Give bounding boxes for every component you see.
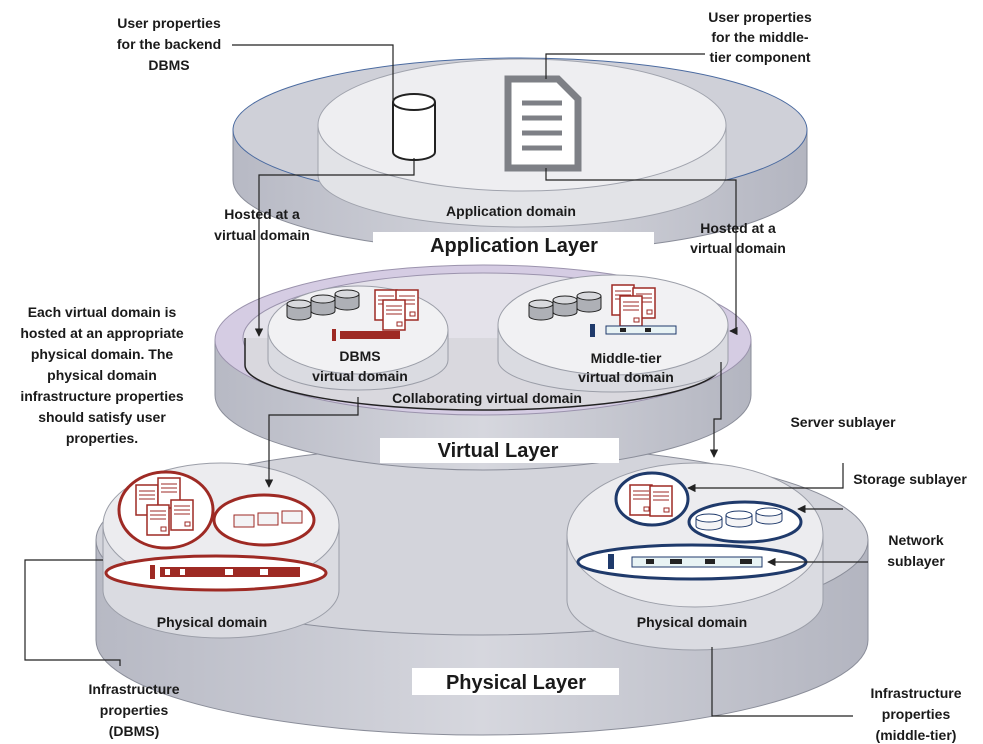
svg-text:Network: Network [888,532,943,548]
application-layer-banner [373,232,654,258]
svg-text:User properties: User properties [117,15,221,31]
svg-text:DBMS: DBMS [148,57,189,73]
database-icon [392,93,436,161]
svg-text:for the backend: for the backend [117,36,221,52]
svg-text:physical domain: physical domain [47,367,157,383]
svg-text:(middle-tier): (middle-tier) [876,727,957,743]
svg-text:Infrastructure: Infrastructure [870,685,961,701]
physical-domain-right-label: Physical domain [637,614,747,630]
middle-tier-virtual-domain [497,274,729,393]
physical-domain-left-label: Physical domain [157,614,267,630]
network-switch-icon [150,565,300,579]
collaborating-virtual-domain-label: Collaborating virtual domain [392,390,582,406]
physical-domain-right [566,462,824,651]
svg-text:tier component: tier component [709,49,810,65]
network-switch-icon [608,554,763,569]
svg-text:Infrastructure: Infrastructure [88,681,179,697]
svg-text:Hosted at a: Hosted at a [224,206,300,222]
svg-text:properties: properties [100,702,169,718]
physical-domain-left [102,462,340,639]
svg-text:properties.: properties. [66,430,138,446]
text-hosted-left: Hosted at a virtual domain [214,206,310,243]
application-layer-title: Application Layer [430,235,598,257]
svg-text:physical domain. The: physical domain. The [31,346,174,362]
svg-text:for the middle-: for the middle- [711,29,809,45]
svg-text:hosted at an appropriate: hosted at an appropriate [20,325,184,341]
dbms-virtual-domain [267,285,449,391]
dbms-virtual-domain-label: DBMS virtual domain [312,348,408,384]
svg-text:sublayer: sublayer [887,553,945,569]
svg-text:DBMS: DBMS [339,348,380,364]
network-switch-icon [332,329,400,341]
svg-text:infrastructure properties: infrastructure properties [20,388,184,404]
svg-text:virtual domain: virtual domain [578,369,674,385]
document-icon [504,75,582,172]
svg-text:virtual domain: virtual domain [690,240,786,256]
text-user-props-backend: User properties for the backend DBMS [117,15,221,73]
storage-icon [233,510,303,528]
storage-sublayer-label: Storage sublayer [853,471,967,487]
virtual-layer-banner [380,438,619,463]
physical-layer-banner [412,668,619,695]
application-domain-label: Application domain [446,203,576,219]
svg-text:virtual domain: virtual domain [312,368,408,384]
network-switch-icon [590,324,677,337]
server-icon [629,484,673,517]
connector-lines [24,44,868,717]
text-hosted-right: Hosted at a virtual domain [690,220,786,256]
svg-text:properties: properties [882,706,951,722]
text-user-props-middle: User properties for the middle- tier com… [708,9,812,65]
middle-tier-virtual-domain-label: Middle-tier virtual domain [578,350,674,385]
virtual-layer-title: Virtual Layer [438,440,559,462]
network-sublayer-label: Network sublayer [887,532,945,569]
svg-text:should satisfy user: should satisfy user [38,409,166,425]
svg-text:Hosted at a: Hosted at a [700,220,776,236]
text-each-virtual-domain: Each virtual domain is hosted at an appr… [20,304,184,446]
physical-layer-title: Physical Layer [446,672,586,694]
server-sublayer-label: Server sublayer [790,414,896,430]
text-infra-dbms: Infrastructure properties (DBMS) [88,681,179,739]
text-infra-middle: Infrastructure properties (middle-tier) [870,685,961,743]
svg-text:Middle-tier: Middle-tier [591,350,662,366]
svg-text:virtual domain: virtual domain [214,227,310,243]
svg-text:User properties: User properties [708,9,812,25]
svg-text:Each virtual domain is: Each virtual domain is [28,304,177,320]
svg-text:(DBMS): (DBMS) [109,723,160,739]
